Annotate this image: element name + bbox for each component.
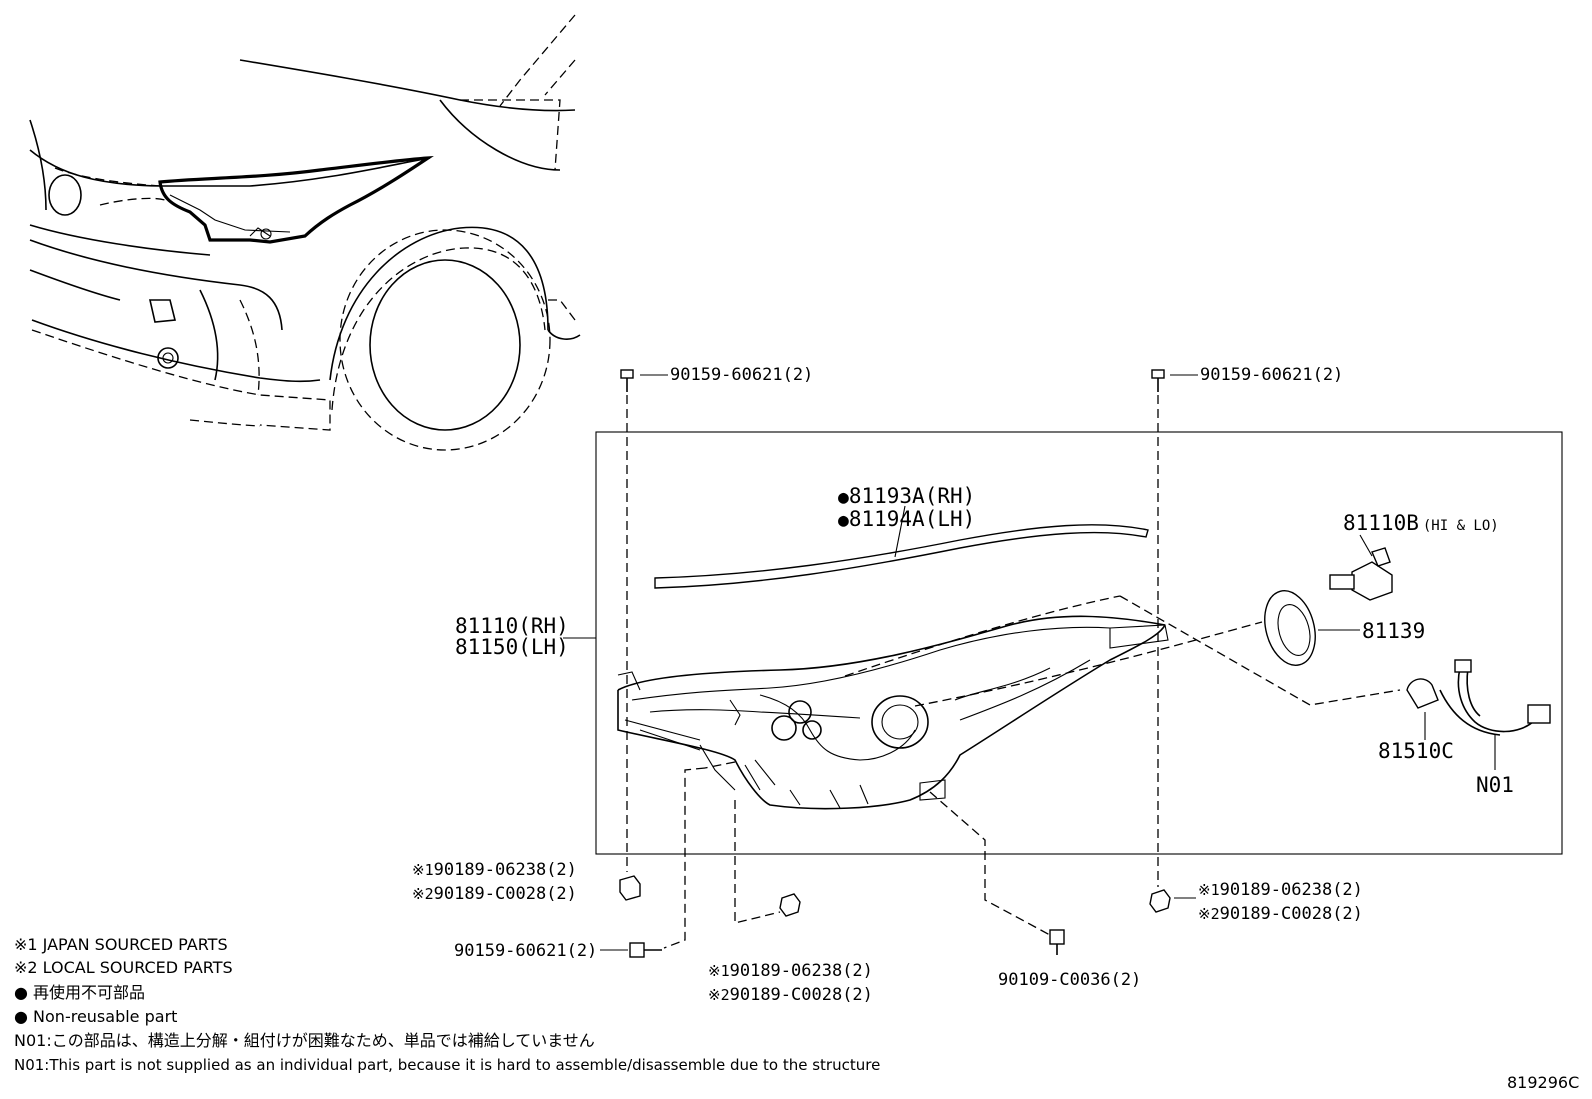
bolt-top-right-illustration [1151,369,1198,392]
bolt-top-left-illustration [620,369,668,392]
part-label-turn-bulb: 81510C [1378,739,1454,763]
part-label-harness: N01 [1476,773,1514,797]
legend-note-non-reusable-jp: ● 再使用不可部品 [14,983,146,1002]
headlamp-moulding-illustration [654,505,1149,589]
diagram-code: 819296C [1507,1073,1580,1092]
part-label-clip-center-1: ※190189-06238(2) [708,961,873,981]
part-label-headlamp-lh: 81150(LH) [455,635,569,659]
clip-right-illustration [1149,889,1196,913]
part-label-hi-lo-bulb: 81110B(HI & LO) [1343,511,1499,535]
part-label-clip-right-1: ※190189-06238(2) [1198,880,1363,900]
bolt-left-illustration [600,942,662,958]
part-label-clip-center-2: ※290189-C0028(2) [708,985,873,1005]
legend-note-n01-en: N01:This part is not supplied as an indi… [14,1056,881,1074]
part-label-bolt-top-left: 90159-60621(2) [670,365,814,385]
hi-lo-bulb-illustration [1329,534,1393,601]
clip-center-illustration [779,893,801,917]
non-reusable-mark: ● [838,487,849,508]
lamp-cover-illustration [1264,590,1360,666]
legend-note-n01-jp: N01:この部品は、構造上分解・組付けが困難なため、単品では補給していません [14,1031,595,1050]
screw-illustration [1049,929,1065,955]
part-label-moulding-lh: ●81194A(LH) [838,507,976,531]
wire-harness-illustration [1439,659,1551,770]
part-label-clip-left-1: ※190189-06238(2) [412,860,577,880]
legend-note-non-reusable-en: ● Non-reusable part [14,1007,178,1026]
part-label-bolt-top-right: 90159-60621(2) [1200,365,1344,385]
legend-note-japan-sourced: ※1 JAPAN SOURCED PARTS [14,935,228,954]
turn-bulb-illustration [1406,678,1439,740]
headlamp-assembly-illustration [617,615,1169,810]
part-label-clip-left-2: ※290189-C0028(2) [412,884,577,904]
part-label-bolt-left: 90159-60621(2) [454,941,598,961]
part-label-headlamp-rh: 81110(RH) [455,614,569,638]
assembly-frame [595,431,1563,855]
clip-left-illustration [619,875,641,901]
part-label-screw: 90109-C0036(2) [998,970,1142,990]
non-reusable-mark: ● [838,510,849,531]
part-label-lamp-cover: 81139 [1362,619,1426,643]
legend-note-local-sourced: ※2 LOCAL SOURCED PARTS [14,958,233,977]
part-label-clip-right-2: ※290189-C0028(2) [1198,904,1363,924]
part-label-moulding-rh: ●81193A(RH) [838,484,976,508]
vehicle-overview-illustration [29,14,581,451]
